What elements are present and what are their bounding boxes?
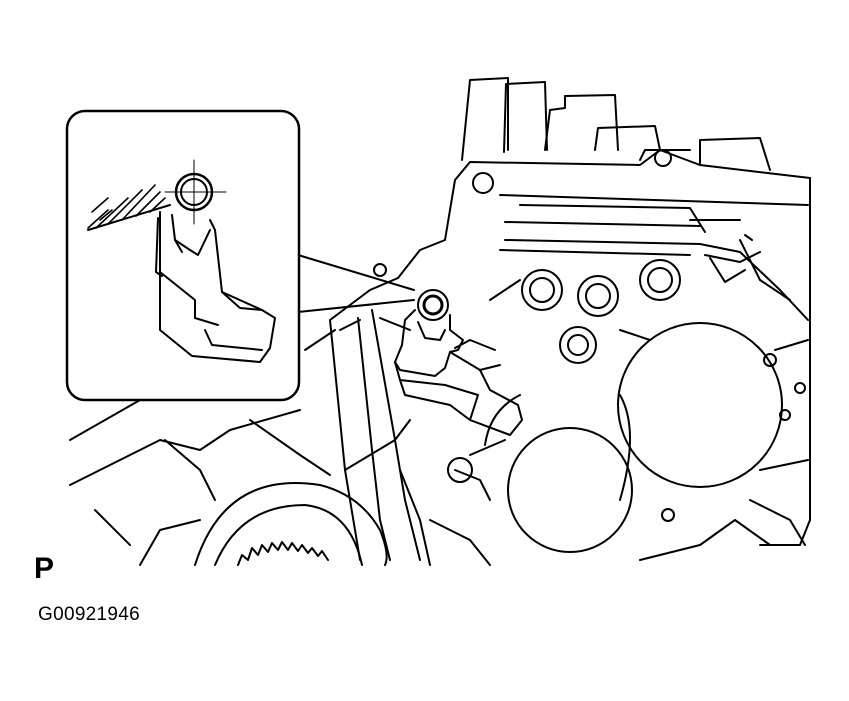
view-letter-label: P — [34, 552, 55, 585]
sensor-bracket — [394, 289, 523, 436]
bores — [484, 322, 783, 553]
oil-passage-holes — [521, 259, 681, 364]
reference-circle — [164, 159, 227, 225]
leader-line-lower — [297, 299, 415, 313]
figure-code-label: G00921946 — [38, 604, 141, 625]
leader-line-upper — [297, 254, 415, 291]
gear — [194, 481, 388, 566]
sensor-detail-inset — [65, 109, 301, 402]
transmission-case — [329, 77, 811, 566]
